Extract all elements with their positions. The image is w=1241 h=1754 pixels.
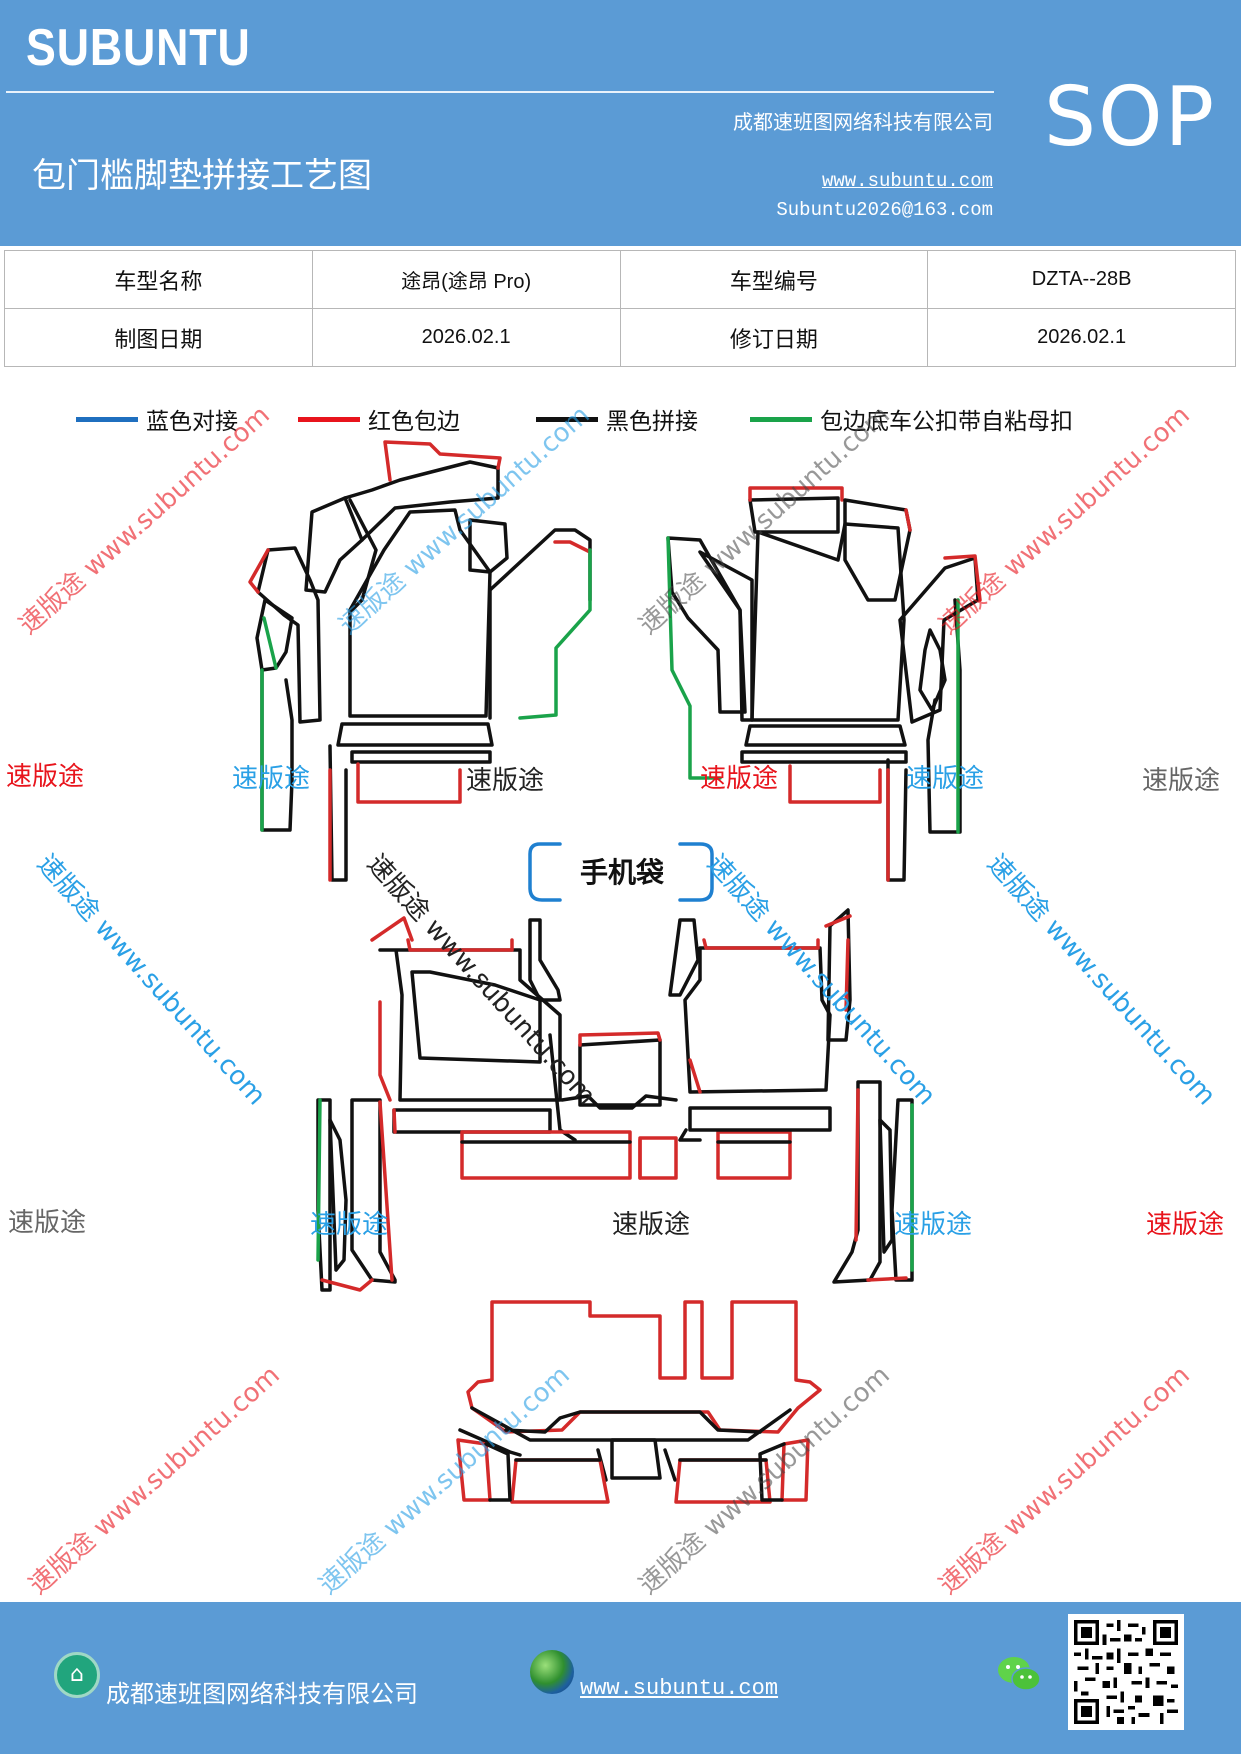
watermark-text: 速版途 <box>700 764 779 794</box>
doc-type-label: SOP <box>1044 70 1217 165</box>
email-address[interactable]: Subuntu2026@163.com <box>776 199 993 221</box>
label-revision-date: 修订日期 <box>619 308 929 367</box>
value-model-name: 途昂(途昂 Pro) <box>311 250 621 309</box>
watermark-text: 速版途 <box>894 1210 973 1240</box>
watermark-text: 速版途 <box>1146 1210 1225 1240</box>
brand-logo: SUBUNTU <box>26 19 251 77</box>
wechat-icon <box>998 1657 1041 1691</box>
label-model-code: 车型编号 <box>619 250 929 309</box>
website-link[interactable]: www.subuntu.com <box>821 170 993 192</box>
legend-item-red: 红色包边 <box>298 404 460 435</box>
footer-company-name: 成都速班图网络科技有限公司 <box>106 1680 418 1708</box>
value-model-code: DZTA--28B <box>927 250 1236 309</box>
legend-swatch <box>536 416 598 422</box>
watermark-text: 速版途 <box>8 1208 87 1238</box>
legend-swatch <box>298 416 360 422</box>
globe-icon <box>530 1650 574 1694</box>
watermark-text: 速版途 <box>310 1210 389 1240</box>
watermark-text: 速版途 <box>466 766 545 796</box>
phone-bag: 手机袋 <box>528 842 714 902</box>
legend-label: 蓝色对接 <box>146 409 238 435</box>
legend-item-green: 包边底车公扣带自粘母扣 <box>750 404 1073 435</box>
phone-bag-label: 手机袋 <box>580 856 665 889</box>
legend-swatch <box>750 416 812 422</box>
footer-banner: ⌂ 成都速班图网络科技有限公司 www.subuntu.com <box>0 1602 1241 1754</box>
table-row: 车型名称 途昂(途昂 Pro) 车型编号 DZTA--28B <box>4 250 1236 309</box>
vehicle-info-table: 车型名称 途昂(途昂 Pro) 车型编号 DZTA--28B 制图日期 2026… <box>4 250 1236 367</box>
value-drawing-date: 2026.02.1 <box>311 308 621 367</box>
company-name: 成都速班图网络科技有限公司 <box>733 110 993 134</box>
third-row-mat <box>456 1300 822 1504</box>
watermark-text: 速版途 <box>232 764 311 794</box>
second-row-right-mat <box>668 908 914 1284</box>
legend-swatch <box>76 416 138 422</box>
table-row: 制图日期 2026.02.1 修订日期 2026.02.1 <box>4 308 1236 367</box>
legend-item-blue: 蓝色对接 <box>76 404 238 435</box>
legend-label: 红色包边 <box>368 409 460 435</box>
watermark-text: 速版途 <box>1142 766 1221 796</box>
legend-label: 黑色拼接 <box>606 409 698 435</box>
front-left-mat <box>248 440 592 882</box>
label-drawing-date: 制图日期 <box>4 308 313 367</box>
floor-mat-diagram: 手机袋 <box>248 440 982 1504</box>
page-title: 包门槛脚垫拼接工艺图 <box>32 156 372 196</box>
footer-website-link[interactable]: www.subuntu.com <box>580 1676 779 1701</box>
watermark-text: 速版途 <box>6 762 85 792</box>
front-right-mat <box>666 486 982 882</box>
value-revision-date: 2026.02.1 <box>927 308 1236 367</box>
header-banner: SUBUNTU 成都速班图网络科技有限公司 SOP 包门槛脚垫拼接工艺图 www… <box>0 0 1241 246</box>
legend-label: 包边底车公扣带自粘母扣 <box>820 409 1073 435</box>
legend-item-black: 黑色拼接 <box>536 404 698 435</box>
watermark-text: 速版途 <box>906 764 985 794</box>
watermark-text: 速版途 <box>612 1210 691 1240</box>
qr-code <box>1068 1614 1184 1730</box>
home-icon: ⌂ <box>54 1652 100 1698</box>
label-model-name: 车型名称 <box>4 250 313 309</box>
header-divider <box>6 91 994 93</box>
center-console-mat <box>460 1031 792 1180</box>
